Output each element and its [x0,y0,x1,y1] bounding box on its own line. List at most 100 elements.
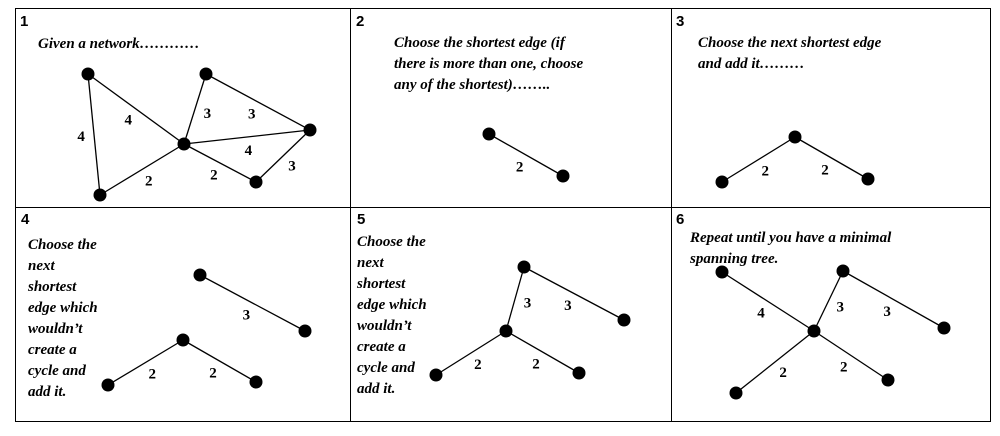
panel-5: 5 Choose the next shortest edge which wo… [351,208,672,422]
edge-weight: 2 [779,365,787,381]
panel-caption: Choose the next shortest edge which woul… [357,234,427,397]
graph-node [517,260,531,274]
edge-weight: 2 [840,359,848,375]
edge [813,270,844,332]
edge [87,73,185,145]
graph-node [193,268,207,282]
panel-6: 6 Repeat until you have a minimal spanni… [672,208,991,422]
edge [182,339,257,383]
edge [721,136,796,183]
graph-node [861,172,875,186]
graph-node [556,169,570,183]
edge-weight: 2 [209,365,217,381]
edge [199,274,306,332]
graph-node [572,366,586,380]
panel-caption: Given a network………… [38,36,200,52]
graph-node [249,175,263,189]
panel-2: 2 Choose the shortest edge (if there is … [351,8,672,208]
edge [813,330,889,381]
panel-1: 1 Given a network………… [15,8,351,208]
panel-number: 3 [676,13,685,30]
edge-weight: 2 [148,367,156,383]
graph-panel-1: 4 4 3 3 4 2 2 3 [77,67,317,202]
edge-weight: 2 [474,357,482,373]
graph-node [429,368,443,382]
edge [183,129,311,145]
edge [99,143,185,196]
panel-3: 3 Choose the next shortest edge and add … [672,8,991,208]
edge-weight: 2 [145,174,153,190]
panel-caption: Repeat until you have a minimal spanning… [690,230,892,267]
panel-number: 2 [356,13,365,30]
graph-node [298,324,312,338]
graph-node [715,265,729,279]
edge [205,73,311,131]
edge-weight: 2 [532,356,540,372]
edge [794,136,869,180]
edge-weight: 3 [883,304,891,320]
edge-weight: 3 [248,106,256,122]
panel-number: 6 [676,211,685,228]
panel-number: 5 [357,211,366,228]
edge [505,266,525,332]
edge-weight: 2 [516,159,524,175]
graph-panel-5: 3 3 2 2 [429,260,631,382]
graph-node [836,264,850,278]
edge-weight: 3 [836,300,844,316]
edge [523,266,625,321]
diagram-grid: 1 Given a network………… 2 Choose the short… [15,8,991,422]
edge-weight: 2 [762,164,770,180]
edge-weight: 3 [288,158,296,174]
graph-node [482,127,496,141]
graph-node [303,123,317,137]
graph-node [617,313,631,327]
edge [183,73,207,145]
edge-weight: 3 [564,298,572,314]
edge-weight: 4 [77,129,85,145]
graph-node [715,175,729,189]
edge [107,339,184,386]
panel-caption: Choose the next shortest edge which woul… [28,237,98,400]
grid-lines [15,8,991,422]
graph-node [101,378,115,392]
edge [488,133,564,177]
graph-node [177,137,191,151]
edge [505,330,580,374]
graph-node [93,188,107,202]
graph-panel-2: 2 [482,127,570,183]
graph-node [788,130,802,144]
edge [735,330,815,394]
edge [183,143,257,183]
graph-node [176,333,190,347]
edge [842,270,945,329]
edge-weight: 2 [210,168,218,184]
graph-node [937,321,951,335]
edge [721,271,815,332]
graph-node [249,375,263,389]
edge-weight: 3 [243,308,251,324]
panel-caption: Choose the shortest edge (if there is mo… [394,35,584,93]
graph-node [499,324,513,338]
panel-number: 1 [20,13,29,30]
panel-number: 4 [21,211,30,228]
edge-weight: 2 [821,162,829,178]
edge-weight: 3 [204,106,212,122]
graph-node [199,67,213,81]
graph-panel-4: 3 2 2 [101,268,312,392]
edge [435,330,507,376]
graph-node [729,386,743,400]
edge [255,129,311,183]
graph-node [881,373,895,387]
graph-node [81,67,95,81]
graph-panel-6: 4 3 3 2 2 [715,264,951,400]
edge [87,73,101,196]
edge-weight: 3 [524,296,532,312]
edge-weight: 4 [125,113,133,129]
panel-4: 4 Choose the next shortest edge which wo… [15,208,351,422]
graph-node [807,324,821,338]
edge-weight: 4 [757,305,765,321]
panel-caption: Choose the next shortest edge and add it… [698,35,882,72]
edge-weight: 4 [245,143,253,159]
